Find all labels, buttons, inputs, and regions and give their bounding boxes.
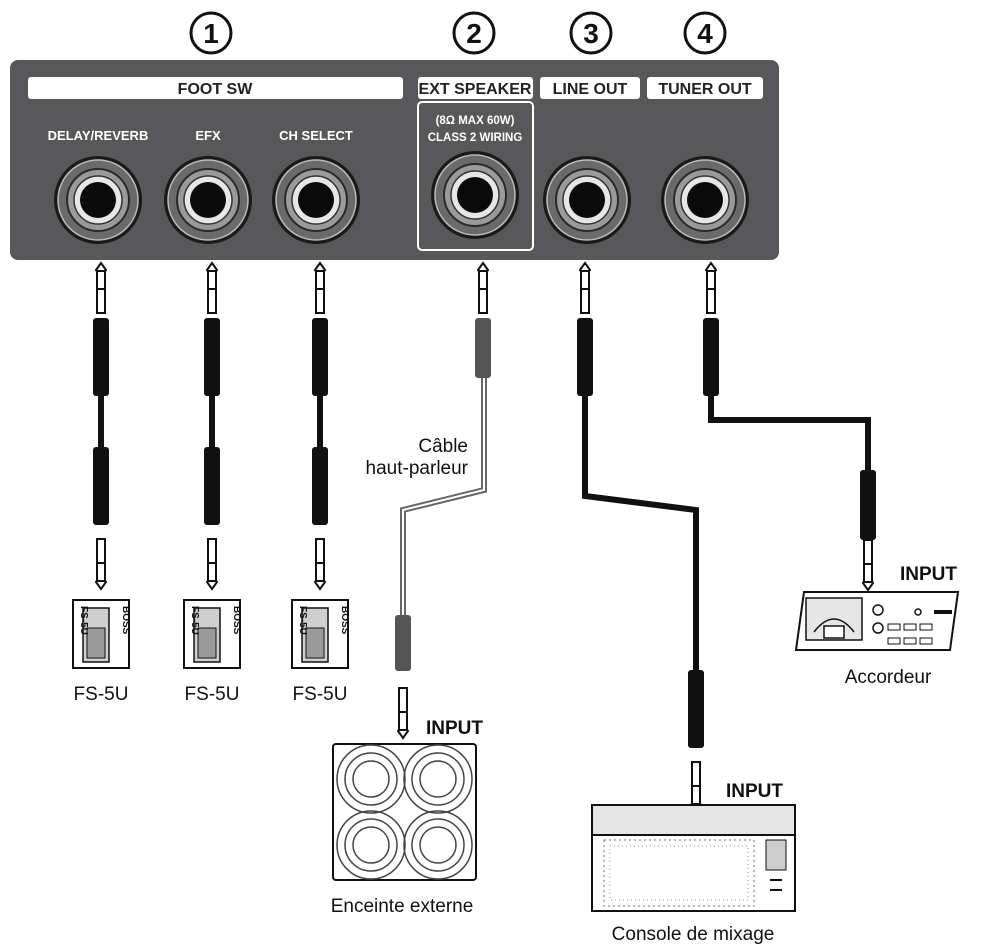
callout-2: 2 [452,11,496,55]
mixer-input-label: INPUT [726,781,783,802]
speaker-spec-line1: (8Ω MAX 60W) [436,115,515,127]
svg-text:BOSS: BOSS [120,606,131,635]
mixer-caption: Console de mixage [612,924,775,945]
ext-speaker-box [417,101,534,251]
speaker-caption: Enceinte externe [331,896,474,917]
ext-speaker-jack[interactable] [430,150,520,240]
foot-sw-cables [93,262,328,590]
svg-text:2: 2 [466,18,482,49]
callout-4: 4 [683,11,727,55]
svg-text:TUNER OUT: TUNER OUT [658,81,752,98]
tuner-out-jack[interactable] [660,155,750,245]
svg-text:FS-5U: FS-5U [78,606,89,635]
speaker-spec-line2: CLASS 2 WIRING [428,132,523,144]
tuner-caption: Accordeur [845,667,932,688]
tuner-input-label: INPUT [900,564,957,585]
callout-1: 1 [189,11,233,55]
svg-text:BOSS: BOSS [231,606,242,635]
svg-text:FOOT SW: FOOT SW [178,81,254,98]
line-out-cable [577,262,704,813]
mixing-console [591,804,796,912]
tuner-device [794,591,960,651]
delay-reverb-jack[interactable] [53,155,143,245]
line-out-header: LINE OUT [540,77,640,99]
delay-reverb-label: DELAY/REVERB [48,128,149,143]
callout-3: 3 [569,11,613,55]
speaker-input-label: INPUT [426,718,483,739]
ext-speaker-header: EXT SPEAKER [418,77,533,99]
svg-text:4: 4 [697,18,713,49]
pedal-caption-2: FS-5U [185,684,240,705]
fs5u-pedal-1: FS-5U BOSS [72,599,131,669]
svg-text:FS-5U: FS-5U [189,606,200,635]
fs5u-pedal-2: FS-5U BOSS [183,599,242,669]
svg-text:BOSS: BOSS [339,606,350,635]
ch-select-label: CH SELECT [279,128,353,143]
pedal-caption-3: FS-5U [293,684,348,705]
fs5u-pedal-3: FS-5U BOSS [291,599,350,669]
ch-select-jack[interactable] [271,155,361,245]
tuner-out-cable [703,262,876,591]
svg-text:3: 3 [583,18,599,49]
pedal-caption-1: FS-5U [74,684,129,705]
line-out-jack[interactable] [542,155,632,245]
foot-sw-header: FOOT SW [28,77,403,99]
svg-text:LINE OUT: LINE OUT [553,81,628,98]
tuner-out-header: TUNER OUT [647,77,763,99]
cable-label-line1: Câble [418,436,468,457]
efx-jack[interactable] [163,155,253,245]
svg-text:FS-5U: FS-5U [297,606,308,635]
cable-label-line2: haut-parleur [366,458,469,479]
svg-text:1: 1 [203,18,219,49]
svg-text:EXT SPEAKER: EXT SPEAKER [419,81,532,98]
efx-label: EFX [195,128,221,143]
speaker-cable [395,262,491,739]
external-speaker [332,743,477,881]
